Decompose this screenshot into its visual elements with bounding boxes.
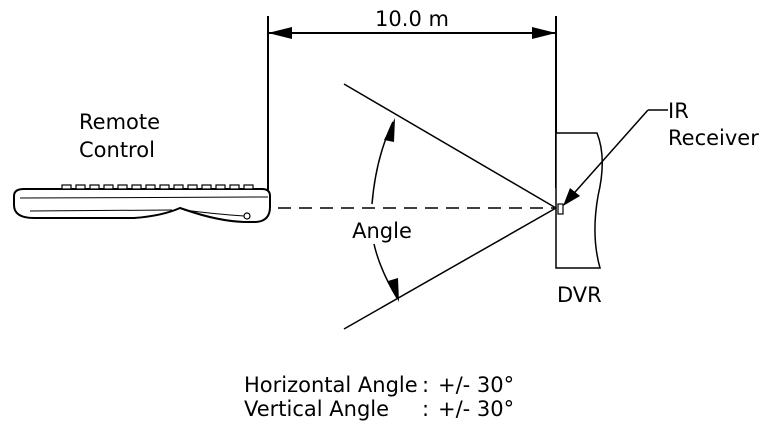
angle-arrow-bottom-icon	[388, 278, 399, 302]
horizontal-angle-name: Horizontal Angle	[244, 373, 418, 397]
cone-upper-line	[343, 83, 557, 209]
remote-label-line2: Control	[79, 138, 155, 162]
vertical-angle-separator: :	[422, 397, 429, 421]
ir-leader-arrow-icon	[563, 188, 580, 206]
horizontal-angle-separator: :	[422, 373, 429, 397]
distance-dimension: 10.0 m	[267, 7, 557, 190]
dvr-device: DVR	[555, 132, 603, 307]
vertical-angle-name: Vertical Angle	[244, 397, 389, 421]
angle-specs: Horizontal Angle : +/- 30° Vertical Angl…	[244, 373, 514, 421]
remote-label-line1: Remote	[79, 110, 160, 134]
ir-receiver-callout: IR Receiver	[563, 99, 759, 206]
angle-indicator: Angle	[352, 118, 412, 302]
ir-label-line1: IR	[668, 99, 689, 123]
distance-label: 10.0 m	[375, 7, 449, 31]
vertical-angle-value: +/- 30°	[438, 397, 514, 421]
dimension-arrow-left-icon	[268, 27, 292, 39]
ir-label-line2: Receiver	[668, 126, 759, 150]
dvr-icon	[555, 132, 603, 269]
remote-control-icon	[13, 184, 271, 223]
dimension-arrow-right-icon	[532, 27, 556, 39]
viewing-cone	[343, 83, 557, 330]
cone-lower-line	[343, 207, 557, 330]
remote-control: Remote Control	[13, 110, 271, 223]
angle-label: Angle	[352, 219, 412, 243]
angle-arc-lower	[373, 243, 398, 299]
dvr-label: DVR	[557, 283, 602, 307]
angle-arrow-top-icon	[384, 118, 395, 142]
ir-leader-diagonal	[567, 109, 649, 201]
horizontal-angle-value: +/- 30°	[438, 373, 514, 397]
ir-sensor-window-icon	[557, 203, 564, 215]
